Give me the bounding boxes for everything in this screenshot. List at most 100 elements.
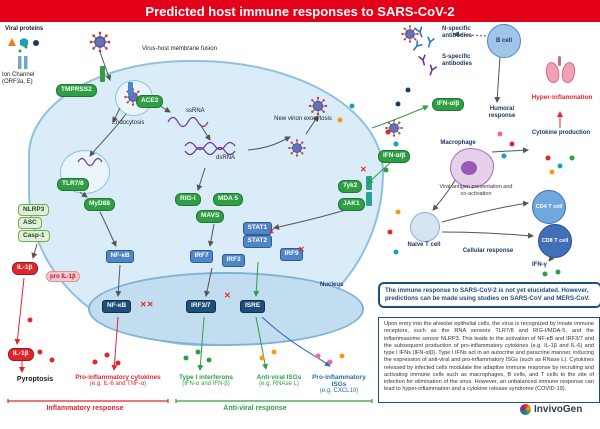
cd4-t-cell-label: CD4 T cell xyxy=(535,203,563,210)
irf9-box: IRF9 xyxy=(280,248,304,261)
m-protein-icon xyxy=(33,40,39,46)
legend-inflammatory: Inflammatory response xyxy=(46,405,124,412)
irf3-box: IRF3 xyxy=(222,254,246,267)
tyk2-pill: Tyk2 xyxy=(338,180,363,193)
macrophage-label: Macrophage xyxy=(440,140,476,146)
virus-icon xyxy=(287,138,307,158)
stat1-box: STAT1 xyxy=(243,222,272,235)
invivogen-logo: InvivoGen xyxy=(520,404,582,415)
ifn-ab-autocrine-pill: IFN-α/β xyxy=(378,150,411,163)
s-antibody-icon xyxy=(426,64,437,77)
cd8-t-cell: CD8 T cell xyxy=(538,224,572,258)
nucleus-label: Nucleus xyxy=(320,282,344,288)
rna-squiggles xyxy=(77,116,236,167)
n-specific-antibodies-label: N-specific antibodies xyxy=(442,26,473,39)
mda5-pill: MDA 5 xyxy=(213,193,243,206)
ace2-pill: ACE2 xyxy=(136,95,164,108)
irf7-box: IRF7 xyxy=(190,250,214,263)
inhibition-cross: ✕ xyxy=(224,291,231,300)
s-antibody-icon xyxy=(418,54,428,67)
fusion-channel-icon xyxy=(100,66,105,82)
spike-protein-icon xyxy=(8,38,16,46)
cd8-t-cell-label: CD8 T cell xyxy=(541,237,569,244)
tlr78-pill: TLR7/8 xyxy=(57,178,89,191)
pro-inflammatory-isgs-sub: (e.g. CXCL10) xyxy=(319,388,359,394)
b-cell-label: B cell xyxy=(495,38,512,44)
pro-inflammatory-cytokines-title: Pro-inflammatory cytokines xyxy=(75,374,161,381)
ifnar-receptor-icon xyxy=(366,192,372,206)
pyroptosis-label: Pyroptosis xyxy=(16,376,54,383)
membrane-fusion-label: Virus-host membrane fusion xyxy=(142,46,217,52)
pro-inflammatory-cytokines-sub: (e.g. IL-6 and TNF-α) xyxy=(89,381,147,387)
antiviral-isgs-title: Anti-viral ISGs xyxy=(256,374,302,381)
type1-interferons-title: Type I interferons xyxy=(178,374,234,381)
nfkb-nucleus-box: NF-κB xyxy=(102,300,132,313)
pro-inflammatory-cytokines-output: Pro-inflammatory cytokines (e.g. IL-6 an… xyxy=(72,374,164,387)
naive-t-cell-label: Naive T cell xyxy=(407,242,441,248)
cellular-response-label: Cellular response xyxy=(462,248,514,254)
dsrna-label: dsRNA xyxy=(216,155,236,161)
dsrna-icon xyxy=(184,146,236,156)
n-protein-icon xyxy=(20,38,28,47)
nlrp3-box: NLRP3 xyxy=(18,204,50,216)
description-note-box: Upon entry into the alveolar epithelial … xyxy=(378,317,600,403)
rigi-pill: RIG-I xyxy=(175,193,201,206)
jak1-pill: JAK1 xyxy=(338,198,365,211)
asc-box: ASC xyxy=(18,217,42,229)
stat2-box: STAT2 xyxy=(243,235,272,248)
virus-icon xyxy=(89,31,111,53)
myd88-pill: MyD88 xyxy=(84,198,115,211)
mavs-pill: MAVS xyxy=(196,210,225,223)
summary-note-box: The immune response to SARS-CoV-2 is not… xyxy=(378,282,600,309)
b-cell: B cell xyxy=(487,24,521,58)
type1-interferons-output: Type I interferons (IFN-α and IFN-β) xyxy=(168,374,244,387)
trachea-icon xyxy=(558,56,561,66)
ion-channel-icon xyxy=(18,56,22,69)
ifn-gamma-label: IFN-γ xyxy=(532,262,547,268)
virus-icon xyxy=(400,24,420,44)
humoral-response-label: Humoral response xyxy=(488,106,516,119)
macrophage-cell xyxy=(450,148,494,188)
inhibition-cross: ✕✕ xyxy=(140,300,154,309)
il1b-secreted-pill: IL-1β xyxy=(8,348,34,361)
pro-inflammatory-isgs-title: Pro-inflammatory ISGs xyxy=(312,374,366,388)
cd4-t-cell: CD4 T cell xyxy=(532,190,566,224)
il1b-pill: IL-1β xyxy=(12,262,38,275)
ssrna-icon xyxy=(167,116,209,128)
antiviral-isgs-sub: (e.g. RNAse L) xyxy=(259,381,299,387)
type1-interferons-sub: (IFN-α and IFN-β) xyxy=(182,381,230,387)
macrophage-nucleus xyxy=(461,161,477,175)
invivogen-logo-mark xyxy=(520,404,531,415)
casp1-box: Casp-1 xyxy=(18,230,50,242)
legend-antiviral: Anti-viral response xyxy=(223,405,287,412)
irf37-nucleus-box: IRF3/7 xyxy=(186,300,216,313)
naive-t-cell xyxy=(410,212,440,242)
endocytosis-label: Endocytosis xyxy=(112,120,145,126)
inhibition-cross: ✕ xyxy=(268,227,275,236)
virus-icon-group xyxy=(89,24,420,158)
nfkb-box: NF-κB xyxy=(106,250,135,263)
colored-arrows xyxy=(14,105,563,373)
ssrna-icon xyxy=(77,157,103,167)
dsrna-icon xyxy=(184,141,236,151)
n-antibody-icon xyxy=(425,36,435,49)
ifn-ab-pill: IFN-α/β xyxy=(432,98,465,111)
s-specific-antibodies-label: S-specific antibodies xyxy=(442,54,473,67)
new-virion-label: New virion exocytosis xyxy=(274,116,332,122)
invivogen-logo-text: InvivoGen xyxy=(534,404,583,415)
tmprss2-pill: TMPRSS2 xyxy=(56,84,97,97)
nucleus-shape xyxy=(88,272,364,346)
inhibition-cross: ✕ xyxy=(360,165,367,174)
ace2-receptor-icon xyxy=(128,82,133,96)
antibody-icon-group xyxy=(410,26,437,77)
pro-inflammatory-isgs-output: Pro-inflammatory ISGs (e.g. CXCL10) xyxy=(305,374,373,394)
ion-channel-icon xyxy=(24,56,28,69)
n-antibody-icon xyxy=(415,26,426,39)
antiviral-isgs-output: Anti-viral ISGs (e.g. RNAse L) xyxy=(248,374,310,387)
inhibition-cross: ✕ xyxy=(298,245,305,254)
ssrna-label: ssRNA xyxy=(186,108,205,114)
antigen-presentation-label: Viral antigen presentation and co-activa… xyxy=(439,184,513,197)
legend-lines xyxy=(7,399,373,403)
